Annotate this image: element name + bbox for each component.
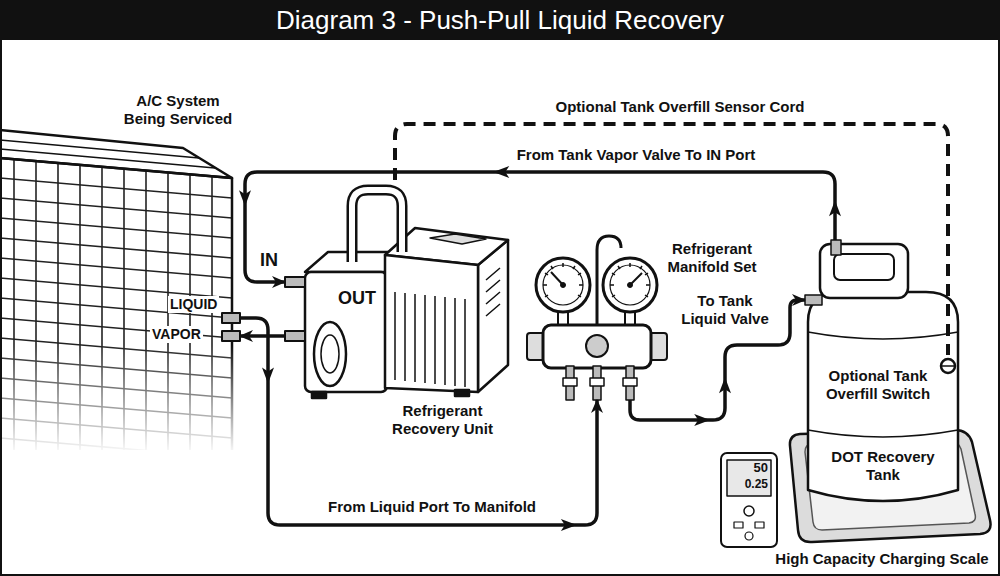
hose-label: To Tank Liquid Valve (679, 292, 771, 328)
tank-drawing (834, 254, 894, 280)
liquid-valve (805, 295, 822, 305)
tank-drawing (808, 332, 958, 437)
manifold-drawing (527, 236, 667, 400)
manifold-drawing (628, 283, 633, 288)
condenser-unit (0, 130, 232, 178)
node-label: High Capacity Charging Scale (768, 550, 996, 568)
port-label: OUT (336, 288, 378, 309)
tank-drawing (805, 240, 958, 501)
hose-label: From Tank Vapor Valve To IN Port (501, 146, 771, 164)
manifold-drawing (610, 263, 650, 297)
flow-arrow (561, 519, 577, 531)
overfill-switch-symbol (941, 365, 955, 367)
manifold-drawing (543, 263, 583, 297)
liquid-port-fitting (222, 313, 240, 323)
flow-arrow (239, 190, 251, 206)
flow-arrow (694, 414, 710, 426)
condenser-unit (0, 345, 242, 455)
node-label: Refrigerant Recovery Unit (380, 402, 505, 438)
overfill-switch-symbol (941, 359, 955, 373)
scale-reading: 50 (728, 460, 768, 476)
manifold-drawing (603, 258, 657, 312)
recovery-unit-drawing (305, 272, 387, 392)
connectors (240, 124, 948, 525)
flow-arrow (493, 166, 509, 178)
charging-scale-node: High Capacity Charging Scale (768, 426, 998, 572)
node-label: DOT Recovery Tank (823, 448, 943, 484)
recovery-unit-drawing (385, 255, 478, 392)
node-label: Refrigerant Manifold Set (662, 240, 762, 276)
recovery-unit-drawing (314, 322, 346, 386)
manifold-drawing (590, 378, 604, 386)
hose-label: From Liquid Port To Manifold (312, 498, 552, 516)
diagram-title: Diagram 3 - Push-Pull Liquid Recovery (0, 0, 1000, 40)
recovery-tank-node: DOT Recovery Tank Optional Tank Overfill … (805, 240, 960, 502)
hose-line (240, 318, 597, 525)
manifold-drawing (610, 265, 650, 305)
vapor-port-fitting (222, 331, 240, 341)
sensor-cord (395, 124, 948, 355)
manifold-drawing (586, 335, 608, 357)
flow-arrow (719, 377, 731, 393)
scale-drawing (744, 506, 754, 516)
recovery-unit-node: Refrigerant Recovery Unit (285, 180, 520, 442)
recovery-unit-drawing (285, 190, 508, 398)
flow-arrows (239, 166, 841, 531)
in-port-fitting (285, 277, 305, 287)
node-label: Optional Tank Overfill Switch (822, 367, 934, 403)
port-label: LIQUID (168, 296, 219, 313)
flow-arrow (262, 368, 274, 384)
condenser-unit (0, 140, 215, 168)
recovery-unit-drawing (321, 335, 339, 373)
manifold-drawing (563, 378, 577, 386)
recovery-unit-drawing (455, 390, 469, 396)
unit-handle (352, 190, 402, 262)
overfill-switch-node: Optional Tank Overfill Switch (822, 355, 958, 410)
hose-label: Optional Tank Overfill Sensor Cord (545, 98, 815, 116)
ac-unit-node: A/C System Being Serviced (0, 88, 240, 450)
manifold-drawing (543, 325, 651, 368)
port-label: IN (258, 250, 280, 271)
tank-drawing (808, 292, 958, 501)
out-port-fitting (285, 331, 305, 341)
title-banner (0, 0, 1000, 40)
recovery-unit-drawing (395, 292, 465, 387)
unit-handle (352, 190, 402, 262)
vapor-valve (831, 240, 841, 255)
scale-drawing (734, 522, 743, 528)
scale-display-node: 500.25 (720, 452, 778, 548)
recovery-unit-drawing (312, 392, 326, 398)
scale-drawing (755, 522, 764, 528)
port-label: VAPOR (150, 326, 203, 343)
recovery-unit-drawing (430, 234, 486, 244)
manifold-drawing (543, 265, 583, 305)
manifold-drawing (536, 258, 590, 312)
manifold-drawing (561, 283, 566, 288)
node-label: A/C System Being Serviced (118, 92, 238, 128)
scale-screen (727, 460, 771, 496)
scale-drawing (745, 532, 753, 540)
scale-reading: 0.25 (728, 477, 768, 492)
hose-line (245, 172, 835, 282)
condenser-unit (0, 130, 242, 458)
hose-line (240, 334, 285, 338)
manifold-drawing (623, 378, 637, 386)
recovery-unit-drawing (486, 268, 500, 316)
flow-arrow (829, 200, 841, 216)
